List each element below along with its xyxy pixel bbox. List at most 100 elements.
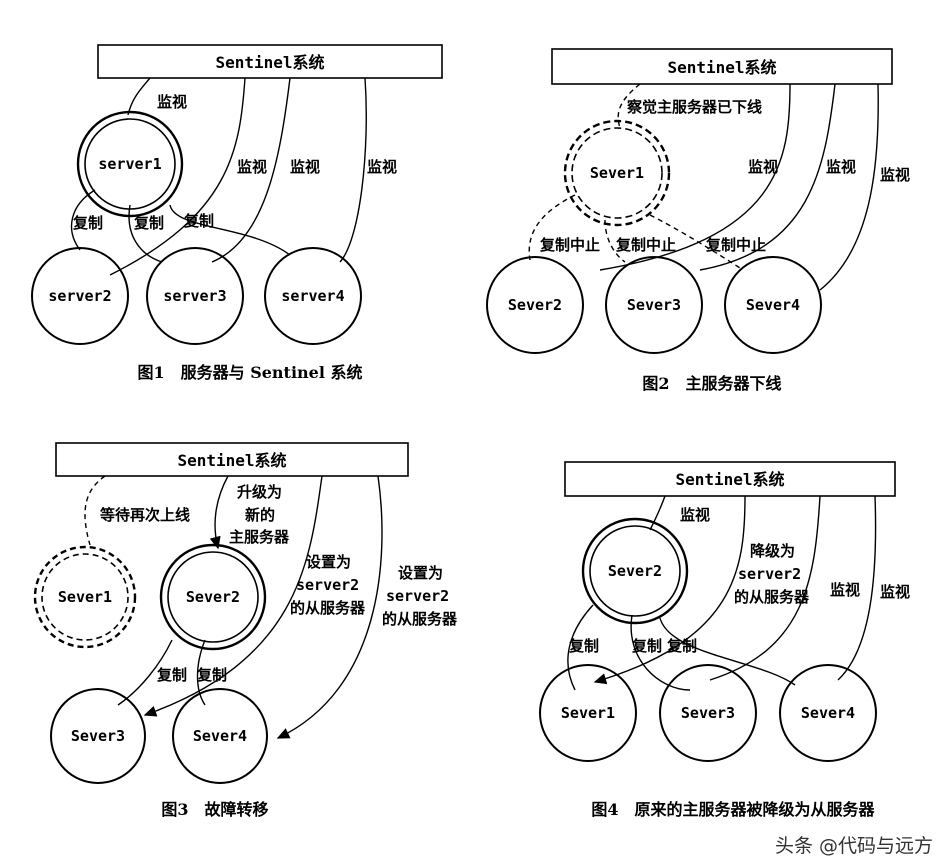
fig1-sentinel-box — [97, 44, 443, 79]
fig3-sentinel-label: Sentinel系统 — [177, 451, 286, 470]
fig2-sever3-label: Sever3 — [627, 296, 681, 314]
fig4-repl-line-sever3 — [630, 614, 691, 691]
fig3-setslave-b-3: 的从服务器 — [382, 610, 458, 628]
fig3-sever1-label: Sever1 — [58, 588, 112, 606]
fig2-stop-label-3: 复制中止 — [705, 236, 766, 254]
fig2-detect-label: 察觉主服务器已下线 — [626, 98, 762, 116]
fig3-setslave-b-2: server2 — [386, 587, 449, 605]
fig4-repl-label-3: 复制 — [666, 637, 697, 655]
fig4-monitor-line-sever4 — [837, 495, 877, 681]
fig1-monitor-label-4: 监视 — [367, 158, 397, 176]
fig1-monitor-line-server1 — [127, 77, 151, 116]
fig3-promote-arrow — [209, 475, 229, 550]
fig1-monitor-line-server4 — [339, 77, 367, 263]
fig2-stop-label-2: 复制中止 — [615, 236, 676, 254]
fig3-repl-line-sever3 — [117, 639, 173, 706]
figure-1 — [31, 44, 443, 345]
fig2-monitor-line-1 — [599, 83, 791, 271]
fig4-monitor-label-2: 监视 — [830, 581, 860, 599]
fig4-repl-label-1: 复制 — [568, 637, 599, 655]
fig4-caption: 图4 原来的主服务器被降级为从服务器 — [591, 800, 875, 819]
fig1-repl-line-server4 — [169, 204, 291, 256]
fig2-sever4-label: Sever4 — [746, 296, 800, 314]
fig3-repl-label-1: 复制 — [156, 666, 187, 684]
fig2-node-sever4 — [724, 256, 822, 354]
fig4-monitor-label-3: 监视 — [880, 583, 910, 601]
fig1-caption: 图1 服务器与 Sentinel 系统 — [137, 363, 362, 382]
fig3-sentinel-box — [55, 442, 409, 477]
fig4-sever3-label: Sever3 — [681, 704, 735, 722]
fig3-promote-label-2: 新的 — [245, 506, 275, 524]
fig2-caption: 图2 主服务器下线 — [642, 374, 781, 393]
fig4-node-sever1 — [539, 664, 637, 762]
fig1-monitor-label-3: 监视 — [290, 158, 320, 176]
fig4-monitor-label-1: 监视 — [680, 506, 710, 524]
fig3-promote-label-3: 主服务器 — [229, 528, 290, 546]
fig4-sever1-label: Sever1 — [561, 704, 615, 722]
fig2-monitor-line-3 — [819, 83, 879, 291]
fig3-node-sever2 — [159, 543, 267, 651]
fig1-monitor-label-2: 监视 — [237, 158, 267, 176]
fig4-sever2-label: Sever2 — [608, 562, 662, 580]
fig4-repl-line-sever1 — [567, 604, 594, 691]
figure-2 — [486, 48, 893, 354]
fig3-node-sever1 — [33, 545, 137, 649]
fig2-sever1-label: Sever1 — [590, 164, 644, 182]
fig4-demote-label-2: server2 — [738, 565, 801, 583]
figure-4 — [539, 461, 896, 762]
fig4-sentinel-label: Sentinel系统 — [675, 470, 784, 489]
fig4-node-sever3 — [659, 664, 757, 762]
fig2-monitor-label-3: 监视 — [880, 166, 910, 184]
fig3-node-sever3 — [50, 688, 146, 784]
fig2-monitor-line-2 — [699, 83, 836, 271]
fig2-stop-line-sever4 — [649, 214, 741, 269]
fig1-repl-label-2: 复制 — [133, 214, 164, 232]
fig3-sever2-label: Sever2 — [186, 588, 240, 606]
fig4-repl-label-2: 复制 — [631, 637, 662, 655]
fig1-repl-line-server3 — [128, 204, 163, 263]
fig1-node-server1 — [76, 110, 184, 218]
fig4-sentinel-box — [564, 461, 896, 497]
fig1-monitor-label-1: 监视 — [157, 93, 187, 111]
fig3-sever4-label: Sever4 — [193, 727, 247, 745]
fig3-sever3-label: Sever3 — [71, 727, 125, 745]
fig1-repl-label-1: 复制 — [72, 214, 103, 232]
fig1-sentinel-label: Sentinel系统 — [215, 53, 324, 72]
fig4-monitor-line-master — [649, 495, 666, 531]
fig1-node-server3 — [146, 247, 244, 345]
fig2-stop-line-sever2 — [528, 194, 576, 261]
fig3-setslave-a-3: 的从服务器 — [290, 599, 366, 617]
fig4-demote-label-1: 降级为 — [750, 542, 795, 560]
fig4-repl-line-sever4 — [659, 617, 796, 686]
fig3-wait-line — [84, 475, 106, 546]
fig4-sever4-label: Sever4 — [801, 704, 855, 722]
fig1-monitor-line-server2 — [109, 77, 246, 276]
fig2-monitor-label-1: 监视 — [748, 158, 778, 176]
fig2-sentinel-label: Sentinel系统 — [667, 58, 776, 77]
fig3-caption: 图3 故障转移 — [161, 800, 268, 819]
fig4-node-sever2 — [581, 517, 689, 625]
watermark: 头条 @代码与远方 — [774, 835, 933, 857]
fig1-monitor-line-server3 — [211, 77, 291, 263]
figure-3 — [33, 442, 409, 784]
fig3-setslave-a-2: server2 — [296, 576, 359, 594]
fig4-monitor-line-sever3 — [709, 495, 821, 681]
fig2-detect-line — [617, 83, 641, 129]
fig2-node-sever3 — [605, 256, 703, 354]
fig3-wait-label: 等待再次上线 — [100, 506, 190, 524]
fig3-repl-label-2: 复制 — [196, 666, 227, 684]
fig1-server2-label: server2 — [48, 287, 111, 305]
fig3-node-sever4 — [172, 688, 268, 784]
fig2-node-sever2 — [486, 256, 584, 354]
fig3-setslave-b-1: 设置为 — [398, 564, 443, 582]
fig1-server4-label: server4 — [281, 287, 344, 305]
fig1-server1-label: server1 — [98, 155, 161, 173]
fig1-server3-label: server3 — [163, 287, 226, 305]
fig3-promote-label-1: 升级为 — [237, 483, 282, 501]
fig1-node-server4 — [264, 247, 362, 345]
fig4-node-sever4 — [779, 664, 877, 762]
fig2-sentinel-box — [551, 48, 893, 85]
fig2-sever2-label: Sever2 — [508, 296, 562, 314]
fig3-set-slave-arrow-sever4 — [276, 475, 383, 739]
